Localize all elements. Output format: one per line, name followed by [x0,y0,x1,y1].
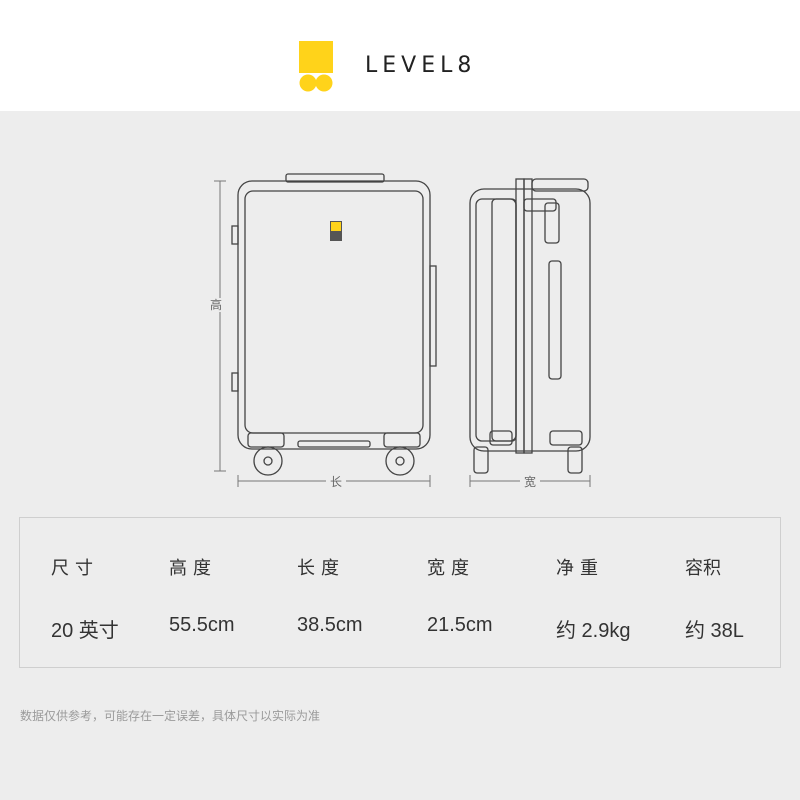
spec-value-length: 38.5cm [297,614,363,636]
height-label: 高 [206,298,227,312]
level8-logo-icon [299,41,333,92]
disclaimer-text: 数据仅供参考，可能存在一定误差，具体尺寸以实际为准 [20,709,321,723]
spec-table: 尺寸 高度 长度 宽度 净重 容积 20 英寸 55.5cm 38.5cm 21… [19,517,781,668]
header: LEVEL8 [0,0,800,111]
length-label: 长 [326,475,347,489]
spec-header-capacity: 容积 [685,558,721,579]
spec-value-weight: 约 2.9kg [556,620,631,642]
spec-header-width: 宽度 [427,558,475,579]
spec-value-capacity: 约 38L [685,620,744,642]
spec-header-height: 高度 [169,558,217,579]
spec-header-length: 长度 [297,558,345,579]
spec-header-size: 尺寸 [51,558,99,579]
luggage-drawing [214,173,591,487]
spec-header-weight: 净重 [556,558,604,579]
spec-value-height: 55.5cm [169,614,235,636]
width-label: 宽 [520,475,541,489]
spec-value-size: 20 英寸 [51,620,119,642]
luggage-diagram: 高 长 宽 [0,111,800,511]
brand-name: LEVEL8 [365,53,477,78]
spec-value-width: 21.5cm [427,614,493,636]
